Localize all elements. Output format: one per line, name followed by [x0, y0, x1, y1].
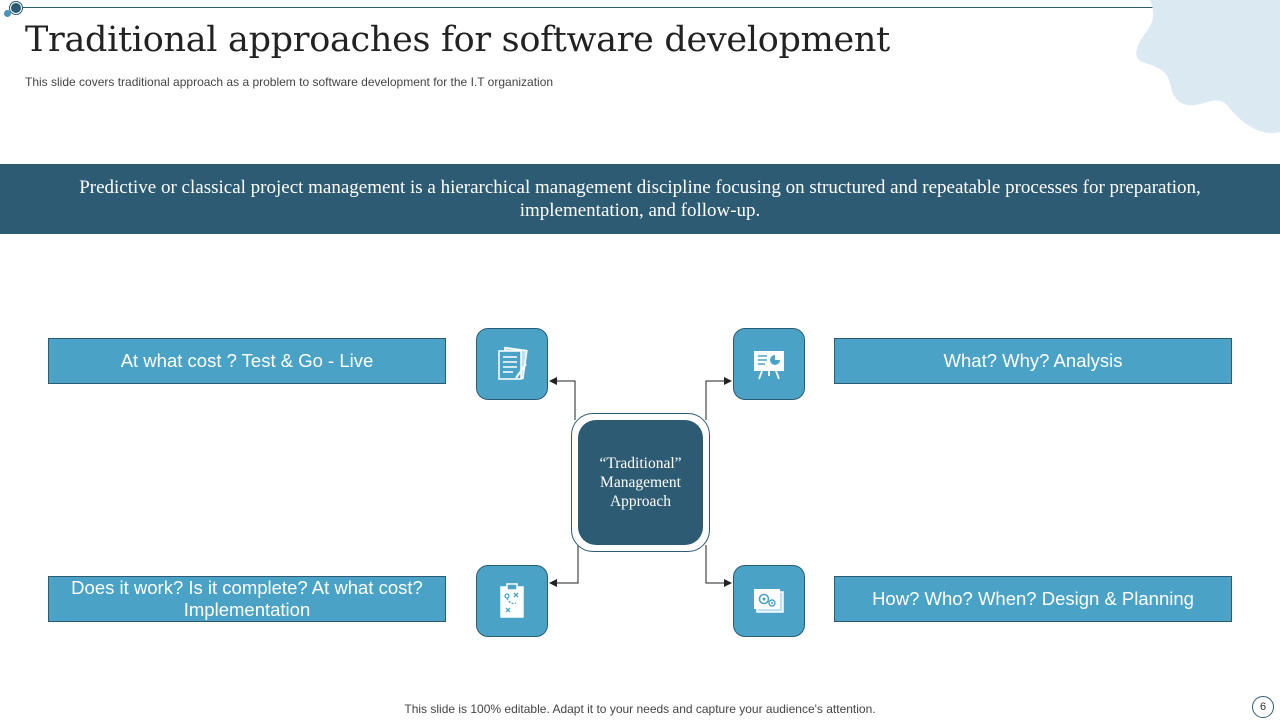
page-number: 6 — [1252, 696, 1274, 718]
node-bottom-left-label: Does it work? Is it complete? At what co… — [48, 576, 446, 622]
slide-title: Traditional approaches for software deve… — [25, 20, 890, 60]
banner-text: Predictive or classical project manageme… — [79, 177, 1201, 221]
connector-bottom-right — [705, 545, 732, 587]
gear-papers-icon — [754, 589, 784, 613]
connector-bottom-left — [549, 545, 579, 587]
corner-dot-small — [4, 10, 11, 17]
node-bottom-left-tile — [476, 565, 548, 637]
clipboard-strategy-icon — [500, 583, 524, 618]
footer-note: This slide is 100% editable. Adapt it to… — [404, 702, 876, 716]
node-bottom-right-tile — [733, 565, 805, 637]
node-bottom-right-label: How? Who? When? Design & Planning — [834, 576, 1232, 622]
node-top-right-label: What? Why? Analysis — [834, 338, 1232, 384]
node-top-left-tile — [476, 328, 548, 400]
connector-top-right — [705, 377, 732, 420]
corner-dot-large — [10, 2, 22, 14]
center-node: “Traditional” Management Approach — [578, 420, 703, 545]
top-rule — [14, 7, 1280, 8]
center-node-label: “Traditional” Management Approach — [599, 455, 682, 510]
node-top-left-label: At what cost ? Test & Go - Live — [48, 338, 446, 384]
presentation-board-icon — [754, 351, 784, 380]
documents-icon — [498, 346, 528, 380]
definition-banner: Predictive or classical project manageme… — [0, 164, 1280, 234]
decorative-blob — [1136, 0, 1280, 134]
slide-subtitle: This slide covers traditional approach a… — [25, 75, 554, 89]
node-top-right-tile — [733, 328, 805, 400]
connector-top-left — [549, 377, 576, 420]
